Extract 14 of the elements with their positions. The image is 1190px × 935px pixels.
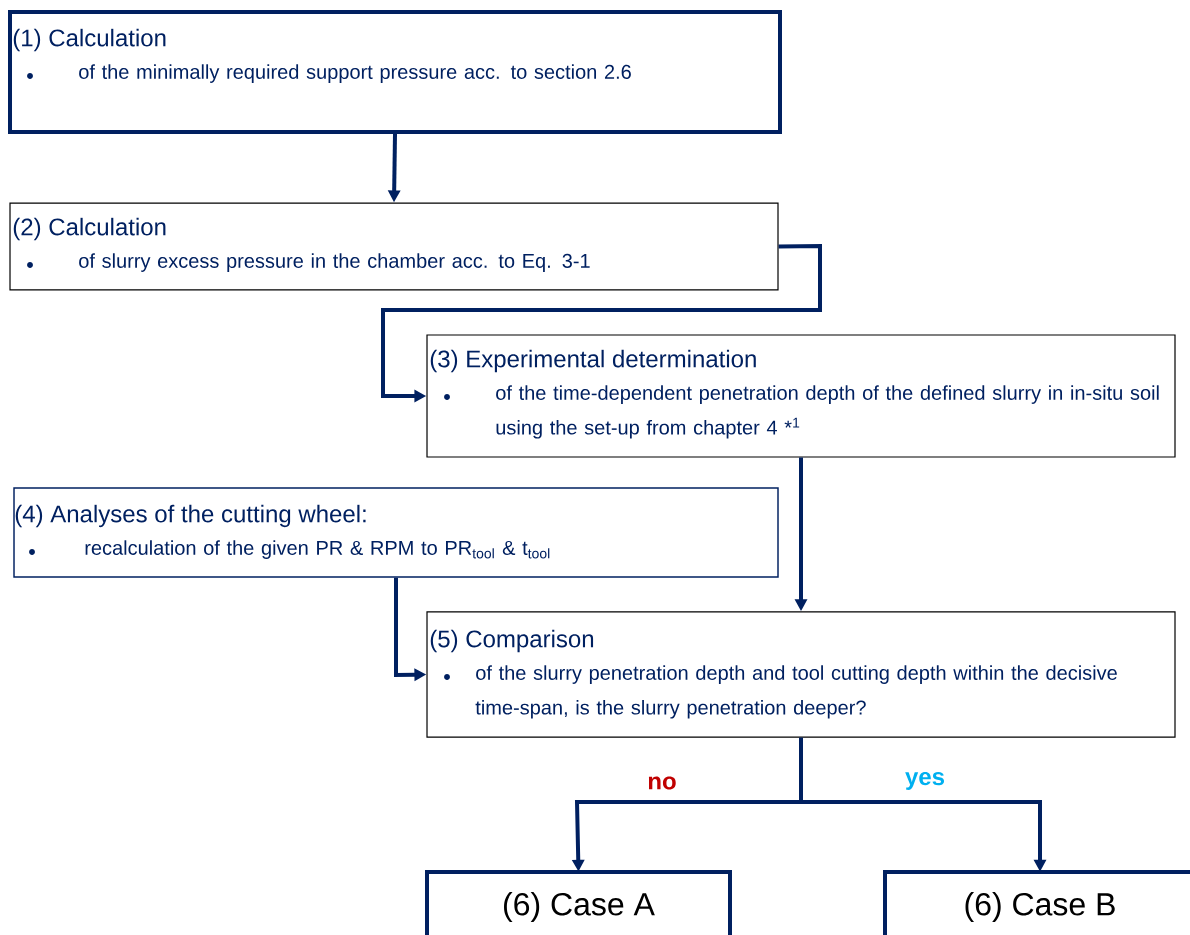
box-heading: (3) Experimental determination — [430, 349, 756, 373]
box-heading: (5) Comparison — [430, 629, 594, 653]
edge-label: no — [646, 775, 678, 791]
box-heading: (1) Calculation — [13, 28, 166, 52]
box-body: recalculation of the given PR & RPM to PR$_{tool}$ & t$_{tool}$ — [85, 540, 550, 559]
box-heading: (2) Calculation — [13, 217, 166, 241]
edge-label: yes — [903, 770, 947, 792]
box-body: of the slurry penetration depth and tool cutting depth within the decisive time-span, is the slurry penetration deeper? — [475, 665, 1117, 719]
box-body: of the time-dependent penetration depth of the defined slurry in in-situ soil using the set-up from chapter 4 *$^{1}$ — [496, 385, 1159, 439]
box-body: of the minimally required support pressure acc. to section 2.6 — [79, 64, 631, 83]
case-box: (6) Case B — [883, 870, 1190, 935]
box-heading: (4) Analyses of the cutting wheel: — [15, 504, 366, 528]
box-body: of slurry excess pressure in the chamber acc. to Eq. 3-1 — [79, 253, 590, 272]
case-box: (6) Case A — [425, 870, 732, 935]
